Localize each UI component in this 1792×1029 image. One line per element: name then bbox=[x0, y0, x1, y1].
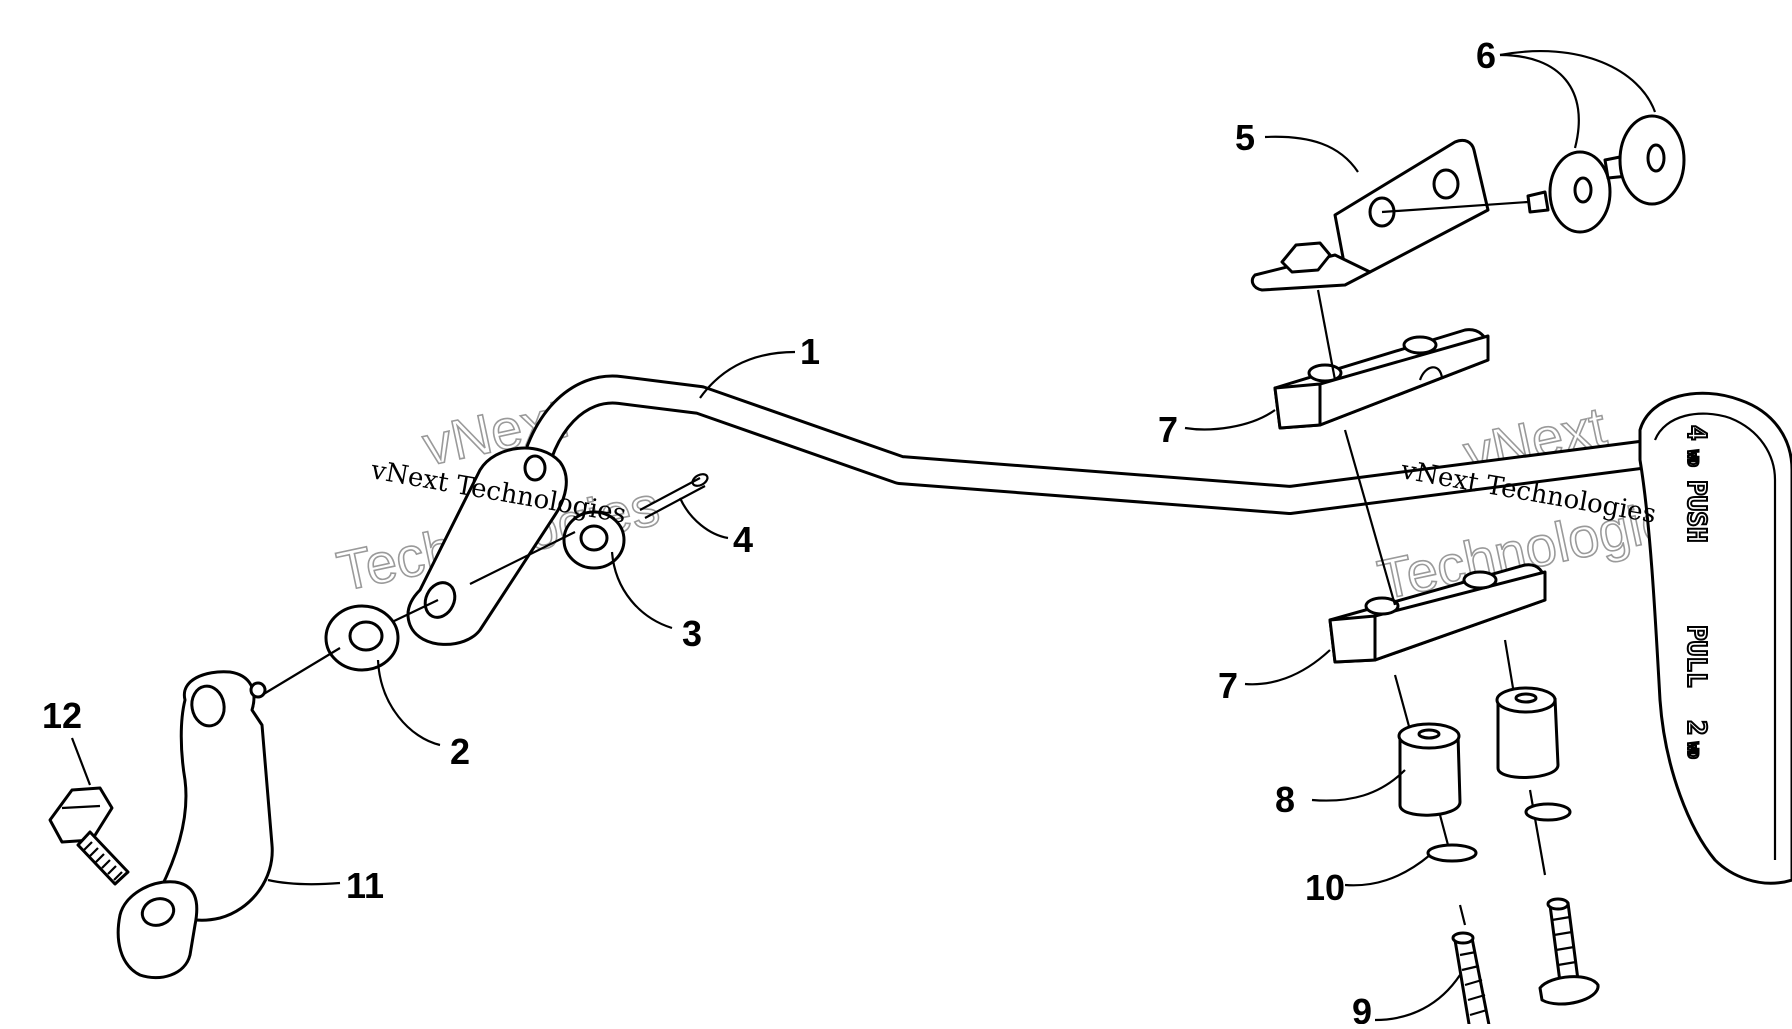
spacer-block-upper bbox=[1273, 328, 1490, 430]
callout-1: 1 bbox=[800, 331, 820, 372]
washer-3 bbox=[562, 510, 626, 570]
callout-6: 6 bbox=[1476, 35, 1496, 76]
fastener-set-6 bbox=[1526, 114, 1686, 234]
knob-pull-label: PULL bbox=[1681, 625, 1711, 688]
callout-2: 2 bbox=[450, 731, 470, 772]
mount-bracket bbox=[1250, 138, 1529, 292]
washer-2 bbox=[324, 604, 400, 672]
lock-washers bbox=[1426, 802, 1572, 863]
callout-8: 8 bbox=[1275, 779, 1295, 820]
shift-knob-markings: 4 WD PUSH PULL 2 WD bbox=[1680, 424, 1712, 760]
spacer-block-lower bbox=[1328, 563, 1547, 664]
callout-5: 5 bbox=[1235, 117, 1255, 158]
screw-right bbox=[1538, 897, 1600, 1006]
shift-lever bbox=[116, 670, 274, 980]
bushing-right bbox=[1495, 686, 1560, 779]
callout-12: 12 bbox=[42, 695, 82, 736]
bushing-left bbox=[1397, 722, 1462, 817]
callout-9: 9 bbox=[1352, 991, 1372, 1024]
alignment-lines-left bbox=[261, 531, 576, 696]
callout-labels: 1 2 3 4 5 6 7 7 8 9 10 11 12 bbox=[42, 35, 1496, 1029]
knob-4wd-number: 4 bbox=[1681, 425, 1711, 441]
bolt-12 bbox=[48, 786, 130, 886]
knob-4wd-unit: WD bbox=[1684, 450, 1700, 467]
callout-7-upper: 7 bbox=[1158, 409, 1178, 450]
callout-4: 4 bbox=[733, 519, 753, 560]
leader-lines bbox=[70, 50, 1657, 1022]
knob-2wd-unit: WD bbox=[1684, 742, 1700, 759]
callout-7-lower: 7 bbox=[1218, 665, 1238, 706]
knob-push-label: PUSH bbox=[1681, 480, 1711, 543]
link-arm bbox=[406, 446, 568, 646]
cotter-pin bbox=[639, 473, 709, 519]
callout-10: 10 bbox=[1305, 867, 1345, 908]
shift-knob bbox=[1638, 391, 1792, 885]
callout-3: 3 bbox=[682, 613, 702, 654]
knob-2wd-number: 2 bbox=[1681, 720, 1711, 736]
callout-11: 11 bbox=[346, 865, 384, 906]
screw-left bbox=[1451, 931, 1492, 1029]
